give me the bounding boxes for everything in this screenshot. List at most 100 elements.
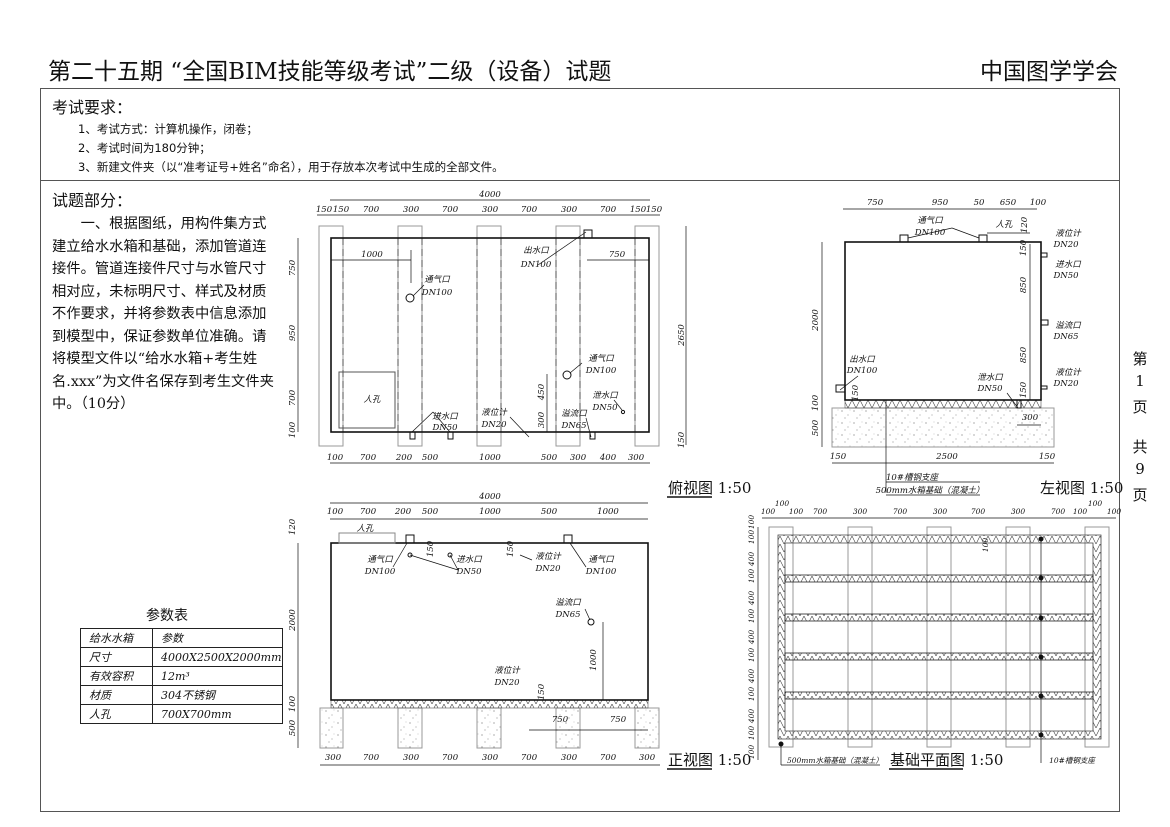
dimension-label: 100 xyxy=(789,507,804,516)
callout-label: 液位计 xyxy=(481,407,508,418)
dimension-label: 300 xyxy=(561,753,578,763)
question-body: 一、根据图纸，用构件集方式建立给水水箱和基础，添加管道连接件。管道连接件尺寸与水… xyxy=(52,216,274,412)
callout-label: DN65 xyxy=(560,421,586,431)
dimension-label: 300 xyxy=(561,205,578,215)
dimension-label: 100 xyxy=(747,515,756,530)
dimension-label: 1000 xyxy=(597,507,619,517)
callout-label: 液位计 xyxy=(535,551,562,562)
view-title: 俯视图 1:50 xyxy=(668,479,751,497)
dimension-label: 300 xyxy=(1011,507,1026,516)
callout-label: DN20 xyxy=(1052,379,1079,389)
callout-label: 溢流口 xyxy=(561,408,588,419)
dimension-label: 100 xyxy=(1073,507,1088,516)
dimension-label: 100 xyxy=(747,569,756,584)
dimension-label: 700 xyxy=(442,205,459,215)
page-label: 共 xyxy=(1132,438,1148,456)
dimension-label: 150 xyxy=(506,540,516,557)
dimension-label: 150 xyxy=(1019,239,1029,256)
view-title: 基础平面图 1:50 xyxy=(890,751,1003,769)
dimension-label: 700 xyxy=(442,753,459,763)
dimension-label: 950 xyxy=(932,198,949,208)
dimension-label: 400 xyxy=(599,453,617,463)
dimension-label: 700 xyxy=(600,753,617,763)
callout-label: 进水口 xyxy=(432,411,459,422)
table-row: 给水水箱参数 xyxy=(80,628,283,648)
dimension-label: 700 xyxy=(813,507,828,516)
requirement-item: 2、考试时间为180分钟； xyxy=(78,141,211,155)
dimension-label: 300 xyxy=(853,507,868,516)
dimension-label: 100 xyxy=(1030,198,1047,208)
dimension-label: 950 xyxy=(288,324,298,341)
dimension-label: 300 xyxy=(325,753,342,763)
callout-label: 溢流口 xyxy=(555,597,582,608)
dimension-label: 100 xyxy=(761,507,776,516)
callout-label: 出水口 xyxy=(523,245,550,256)
callout-label: DN100 xyxy=(846,366,878,376)
drawing-frame xyxy=(40,88,1120,812)
callout-label: 通气口 xyxy=(588,353,615,364)
dimension-label: 400 xyxy=(747,669,756,685)
dimension-label: 100 xyxy=(811,394,821,411)
dimension-label: 2650 xyxy=(677,324,687,347)
dimension-label: 150 xyxy=(677,431,687,448)
requirements-heading: 考试要求： xyxy=(52,98,133,117)
dimension-label: 4000 xyxy=(478,190,501,200)
callout-label: DN20 xyxy=(1052,240,1079,250)
side-view: 左视图 1:50 xyxy=(821,208,1123,497)
callout-label: 液位计 xyxy=(1055,367,1082,378)
organization-name: 中国图学学会 xyxy=(980,59,1118,85)
callout-label: 液位计 xyxy=(494,665,521,676)
callout-label: DN100 xyxy=(421,288,453,298)
dimension-label: 700 xyxy=(521,205,538,215)
dimension-label: 400 xyxy=(747,630,756,646)
callout-label: DN50 xyxy=(431,423,458,433)
requirement-item: 1、考试方式：计算机操作，闭卷； xyxy=(78,122,258,136)
dimension-label: 100 xyxy=(327,507,344,517)
dimension-label: 300 xyxy=(933,507,948,516)
page-label: 页 xyxy=(1132,486,1148,504)
dimension-label: 300 xyxy=(482,753,499,763)
table-cell: 12m³ xyxy=(152,666,283,686)
view-title: 左视图 1:50 xyxy=(1040,479,1123,497)
callout-label: 通气口 xyxy=(588,554,615,565)
dimension-label: 100 xyxy=(747,687,756,702)
callout-label: DN100 xyxy=(364,567,396,577)
dimension-label: 1000 xyxy=(589,649,599,671)
dimension-label: 200 xyxy=(394,507,412,517)
callout-label: 进水口 xyxy=(456,554,483,565)
dimension-label: 100 xyxy=(747,726,756,741)
callout-label: 500mm水箱基础（混凝土） xyxy=(787,756,883,765)
dimension-label: 300 xyxy=(1022,413,1039,423)
dimension-label: 2000 xyxy=(811,309,821,332)
dimension-label: 700 xyxy=(600,205,617,215)
dimension-label: 500 xyxy=(541,507,558,517)
table-cell: 700X700mm xyxy=(152,704,283,724)
callout-label: DN100 xyxy=(585,366,617,376)
callout-label: 10#槽钢支座 xyxy=(1049,756,1096,765)
dimension-label: 150 xyxy=(426,540,436,557)
dimension-label: 700 xyxy=(971,507,986,516)
dimension-label: 400 xyxy=(747,591,756,607)
callout-label: DN20 xyxy=(493,678,520,688)
dimension-label: 300 xyxy=(570,453,587,463)
dimension-label: 1000 xyxy=(479,507,501,517)
callout-label: DN20 xyxy=(480,420,507,430)
question-heading: 试题部分： xyxy=(52,191,133,210)
callout-label: 通气口 xyxy=(367,554,394,565)
dimension-label: 120 xyxy=(288,518,298,535)
dimension-label: 500 xyxy=(541,453,558,463)
dimension-label: 300 xyxy=(403,205,420,215)
dimension-label: 700 xyxy=(363,205,380,215)
dimension-label: 100 xyxy=(747,745,756,760)
dimension-label: 400 xyxy=(747,709,756,725)
dimension-label: 450 xyxy=(537,383,547,401)
dimension-label: 200 xyxy=(395,453,413,463)
dimension-label: 400 xyxy=(747,552,756,568)
callout-label: 溢流口 xyxy=(1055,320,1082,331)
callout-label: DN20 xyxy=(534,564,561,574)
dimension-label: 750 xyxy=(610,715,627,725)
callout-label: 泄水口 xyxy=(977,372,1004,383)
